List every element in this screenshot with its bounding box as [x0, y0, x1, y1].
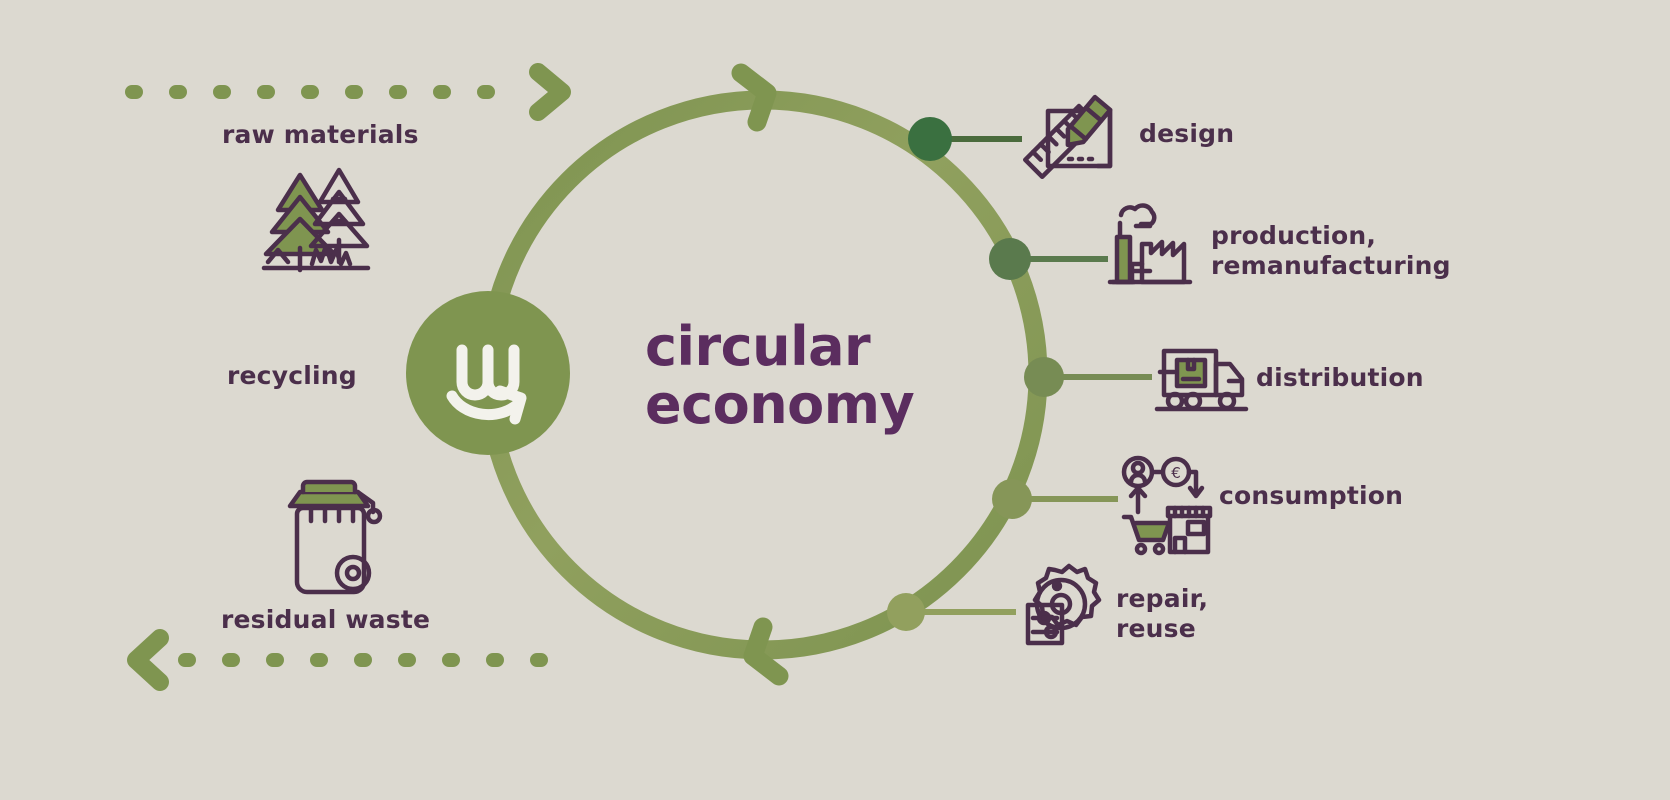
logo-arrow-mark [494, 385, 527, 425]
node-distribution [1024, 357, 1064, 397]
design-ruler-pencil-icon [1022, 94, 1113, 180]
factory-icon [1107, 203, 1193, 285]
node-repair-reuse [887, 593, 925, 631]
label-distribution: distribution [1256, 363, 1424, 392]
node-consumption [992, 479, 1032, 519]
page-title: circular economy [645, 315, 915, 437]
label-residual-waste: residual waste [221, 605, 431, 634]
ring-top-arrow [731, 63, 777, 132]
label-repair-reuse: repair, reuse [1116, 584, 1209, 643]
node-production [989, 238, 1031, 280]
delivery-truck-icon [1154, 348, 1249, 412]
node-design [908, 117, 952, 161]
label-design: design [1139, 119, 1235, 148]
label-consumption: consumption [1219, 481, 1404, 510]
svg-text:€: € [1171, 464, 1181, 482]
label-recycling: recycling [227, 361, 357, 390]
logo-smile-mark [446, 390, 524, 421]
stage-connectors [887, 117, 1152, 631]
circular-economy-logo [406, 291, 570, 455]
bottom-dotted-arrow [127, 629, 572, 691]
label-production: production, remanufacturing [1211, 221, 1451, 280]
label-raw-materials: raw materials [222, 120, 419, 149]
waste-bin-icon [287, 479, 383, 595]
gear-settings-icon [1025, 563, 1102, 646]
trees-icon [261, 167, 371, 273]
ring-bottom-arrow [743, 617, 789, 686]
shop-cart-euro-icon: € [1121, 455, 1213, 556]
top-dotted-arrow [125, 63, 571, 121]
